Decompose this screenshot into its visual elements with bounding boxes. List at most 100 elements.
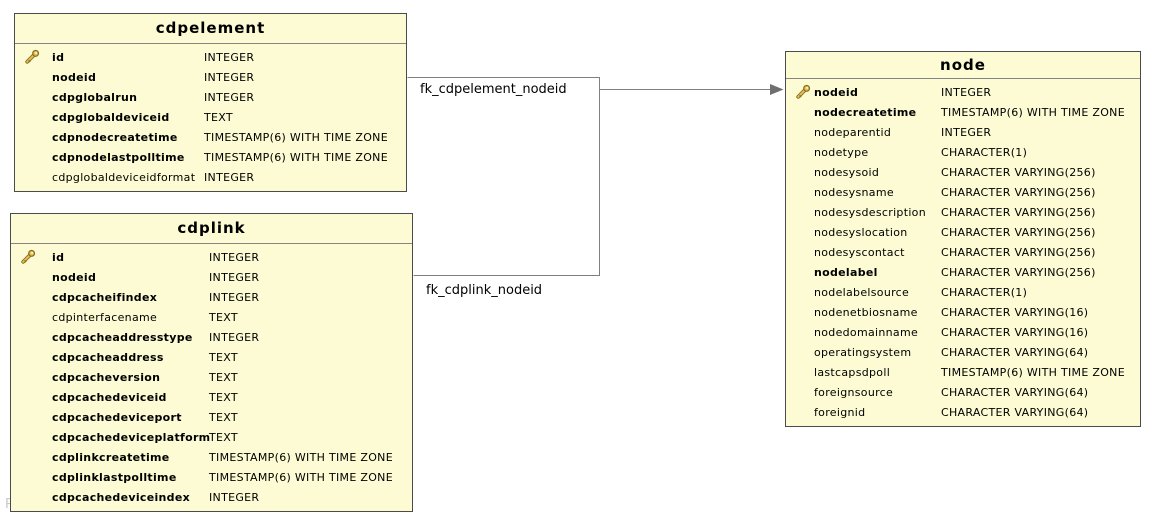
column-name: nodesysname	[814, 185, 894, 199]
column-type: CHARACTER VARYING(256)	[941, 225, 1096, 239]
column-type: INTEGER	[209, 490, 260, 504]
table-row: foreignsource CHARACTER VARYING(64)	[786, 382, 1140, 402]
table-row: cdplinklastpolltime TIMESTAMP(6) WITH TIM…	[11, 467, 412, 487]
column-name: nodesyslocation	[814, 225, 908, 239]
column-name: cdpcacheversion	[52, 370, 161, 384]
table-row: nodelabelsource CHARACTER(1)	[786, 282, 1140, 302]
table-title: node	[786, 52, 1140, 79]
column-name: cdpinterfacename	[52, 310, 158, 324]
column-type: CHARACTER VARYING(64)	[941, 385, 1089, 399]
table-row: nodetype CHARACTER(1)	[786, 142, 1140, 162]
column-type: CHARACTER VARYING(16)	[941, 305, 1089, 319]
table-row: cdpinterfacename TEXT	[11, 307, 412, 327]
column-name: cdpglobalrun	[52, 90, 138, 104]
table-row: nodeid INTEGER	[11, 267, 412, 287]
column-type: INTEGER	[209, 330, 260, 344]
column-type: CHARACTER VARYING(64)	[941, 345, 1089, 359]
column-type: CHARACTER VARYING(16)	[941, 325, 1089, 339]
column-type: TIMESTAMP(6) WITH TIME ZONE	[209, 470, 393, 484]
table-row: id INTEGER	[11, 247, 412, 267]
column-name: id	[52, 50, 65, 64]
column-name: cdpcacheaddresstype	[52, 330, 193, 344]
fk-edge-trunk	[407, 77, 600, 276]
column-type: INTEGER	[204, 50, 255, 64]
arrowhead-icon	[770, 84, 784, 95]
column-type: CHARACTER VARYING(256)	[941, 165, 1096, 179]
column-name: nodesysoid	[814, 165, 880, 179]
column-type: CHARACTER VARYING(64)	[941, 405, 1089, 419]
column-name: cdpglobaldeviceidformat	[52, 170, 196, 184]
column-name: nodetype	[814, 145, 869, 159]
primary-key-icon	[15, 49, 52, 65]
column-type: CHARACTER(1)	[941, 145, 1028, 159]
table-row: cdpcacheversion TEXT	[11, 367, 412, 387]
table-row: nodesysname CHARACTER VARYING(256)	[786, 182, 1140, 202]
column-name: cdpcachedeviceplatform	[52, 430, 211, 444]
column-type: TIMESTAMP(6) WITH TIME ZONE	[204, 150, 388, 164]
column-type: INTEGER	[204, 170, 255, 184]
column-name: nodelabelsource	[814, 285, 910, 299]
column-type: TIMESTAMP(6) WITH TIME ZONE	[204, 130, 388, 144]
column-name: nodeid	[52, 70, 97, 84]
column-name: id	[52, 250, 65, 264]
column-name: cdpcacheaddress	[52, 350, 164, 364]
column-name: cdplinklastpolltime	[52, 470, 177, 484]
column-name: cdpnodelastpolltime	[52, 150, 185, 164]
table-row: operatingsystem CHARACTER VARYING(64)	[786, 342, 1140, 362]
column-name: cdpnodecreatetime	[52, 130, 178, 144]
table-row: nodesyslocation CHARACTER VARYING(256)	[786, 222, 1140, 242]
table-row: cdpnodecreatetime TIMESTAMP(6) WITH TIME …	[15, 127, 406, 147]
column-type: CHARACTER VARYING(256)	[941, 185, 1096, 199]
fk-label-cdplink-nodeid[interactable]: fk_cdplink_nodeid	[426, 283, 543, 298]
primary-key-icon	[11, 249, 52, 265]
table-row: nodenetbiosname CHARACTER VARYING(16)	[786, 302, 1140, 322]
column-name: nodedomainname	[814, 325, 919, 339]
column-name: nodelabel	[814, 265, 878, 279]
column-type: TEXT	[204, 110, 233, 124]
column-type: TIMESTAMP(6) WITH TIME ZONE	[941, 105, 1125, 119]
table-row: nodesysoid CHARACTER VARYING(256)	[786, 162, 1140, 182]
fk-label-cdpelement-nodeid[interactable]: fk_cdpelement_nodeid	[420, 82, 567, 97]
column-type: TEXT	[209, 350, 238, 364]
column-type: TEXT	[209, 430, 238, 444]
column-type: INTEGER	[209, 250, 260, 264]
column-type: TEXT	[209, 390, 238, 404]
column-type: TEXT	[209, 310, 238, 324]
column-type: TEXT	[209, 370, 238, 384]
column-name: foreignsource	[814, 385, 894, 399]
column-type: TIMESTAMP(6) WITH TIME ZONE	[941, 365, 1125, 379]
column-name: cdpcacheifindex	[52, 290, 158, 304]
column-name: operatingsystem	[814, 345, 912, 359]
column-name: nodesyscontact	[814, 245, 905, 259]
column-name: nodeid	[52, 270, 97, 284]
table-row: cdpcacheaddresstype INTEGER	[11, 327, 412, 347]
column-name: cdpcachedeviceid	[52, 390, 167, 404]
column-type: CHARACTER(1)	[941, 285, 1028, 299]
column-type: INTEGER	[209, 270, 260, 284]
table-title: cdpelement	[15, 14, 406, 44]
column-name: lastcapsdpoll	[814, 365, 891, 379]
table-row: id INTEGER	[15, 47, 406, 67]
column-name: nodenetbiosname	[814, 305, 918, 319]
table-row: nodedomainname CHARACTER VARYING(16)	[786, 322, 1140, 342]
column-name: nodeparentid	[814, 125, 892, 139]
